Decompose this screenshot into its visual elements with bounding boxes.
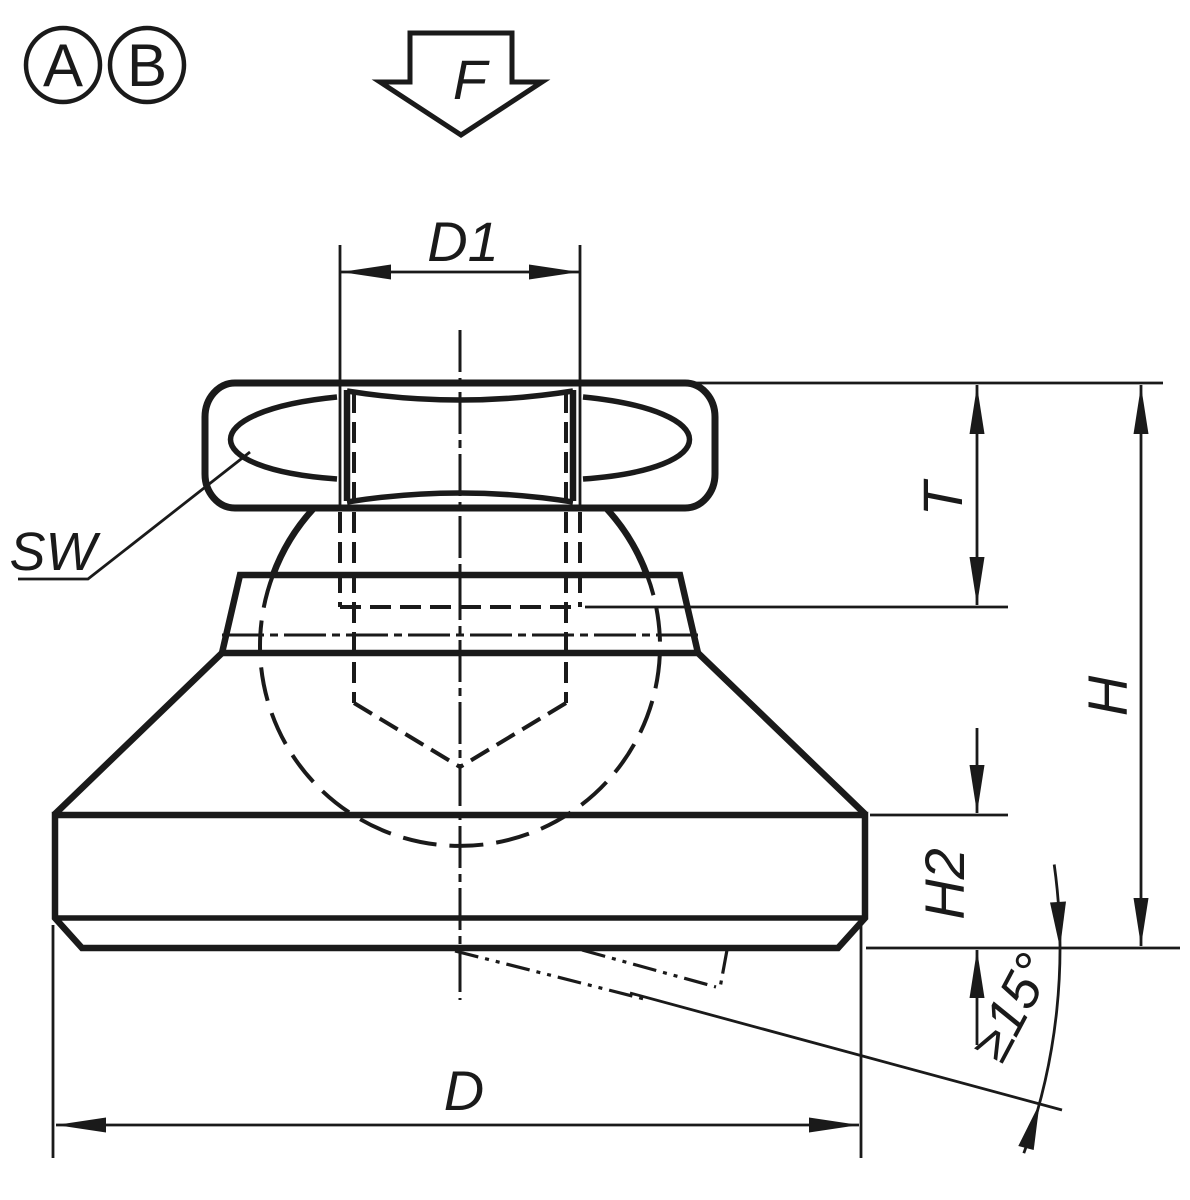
center-lines — [222, 330, 700, 1000]
label-thread-depth: T — [911, 478, 974, 516]
tilted-base-chamfer-line — [581, 948, 717, 989]
t-arrow-bottom — [969, 557, 985, 605]
hex-nut-chamfer-arc-leftface — [228, 394, 338, 482]
threaded-hole-hidden — [338, 392, 582, 769]
hex-nut-chamfer-arc-rightface — [582, 394, 692, 482]
h2-arrow-bottom — [969, 950, 985, 998]
drill-point-left — [352, 701, 462, 769]
dimension-d: D — [51, 925, 863, 1158]
h-arrow-bottom — [1133, 898, 1149, 946]
view-marker-a-circle — [23, 25, 103, 105]
dimension-h: H — [866, 385, 1180, 950]
dimension-d1: D1 — [338, 210, 582, 505]
d1-arrow-left — [341, 264, 391, 280]
h2-arrow-top — [969, 765, 985, 813]
tilted-position-phantom — [454, 948, 729, 1002]
label-base-height: H2 — [913, 848, 976, 920]
angle-ray-line — [629, 991, 1063, 1112]
dimension-t: T — [585, 381, 1163, 609]
dimension-h2: H2 — [870, 728, 1008, 1045]
label-base-diameter: D — [444, 1059, 484, 1122]
view-marker-b-circle — [107, 25, 187, 105]
angle-arrow-top — [1050, 901, 1066, 948]
dimension-tilt-angle: ≥15° — [629, 864, 1066, 1154]
label-wrench-size: SW — [10, 522, 102, 582]
d-arrow-left — [56, 1117, 106, 1133]
ball-silhouette-left — [269, 505, 317, 577]
label-thread-diameter: D1 — [427, 210, 499, 273]
view-marker-a-label: A — [43, 32, 83, 99]
force-annotation: F — [371, 30, 551, 138]
drill-point-right — [458, 701, 568, 769]
d-arrow-right — [809, 1117, 859, 1133]
label-force: F — [453, 48, 490, 111]
cone-flank-left — [52, 650, 225, 817]
d1-arrow-right — [529, 264, 579, 280]
h-arrow-top — [1133, 386, 1149, 434]
t-arrow-top — [969, 386, 985, 434]
sw-leader-line — [18, 450, 251, 581]
label-overall-height: H — [1076, 675, 1139, 716]
sw-callout: SW — [10, 450, 251, 582]
tilted-base-corner-edge — [718, 949, 729, 989]
view-marker-b-label: B — [127, 32, 167, 99]
ball-silhouette-right — [603, 505, 651, 577]
tilted-base-bottom-line — [454, 949, 649, 1002]
cone-flank-right — [695, 650, 868, 817]
view-markers: A B — [23, 25, 187, 105]
angle-arrow-bottom — [1018, 1103, 1040, 1150]
force-arrow-icon — [371, 30, 551, 138]
